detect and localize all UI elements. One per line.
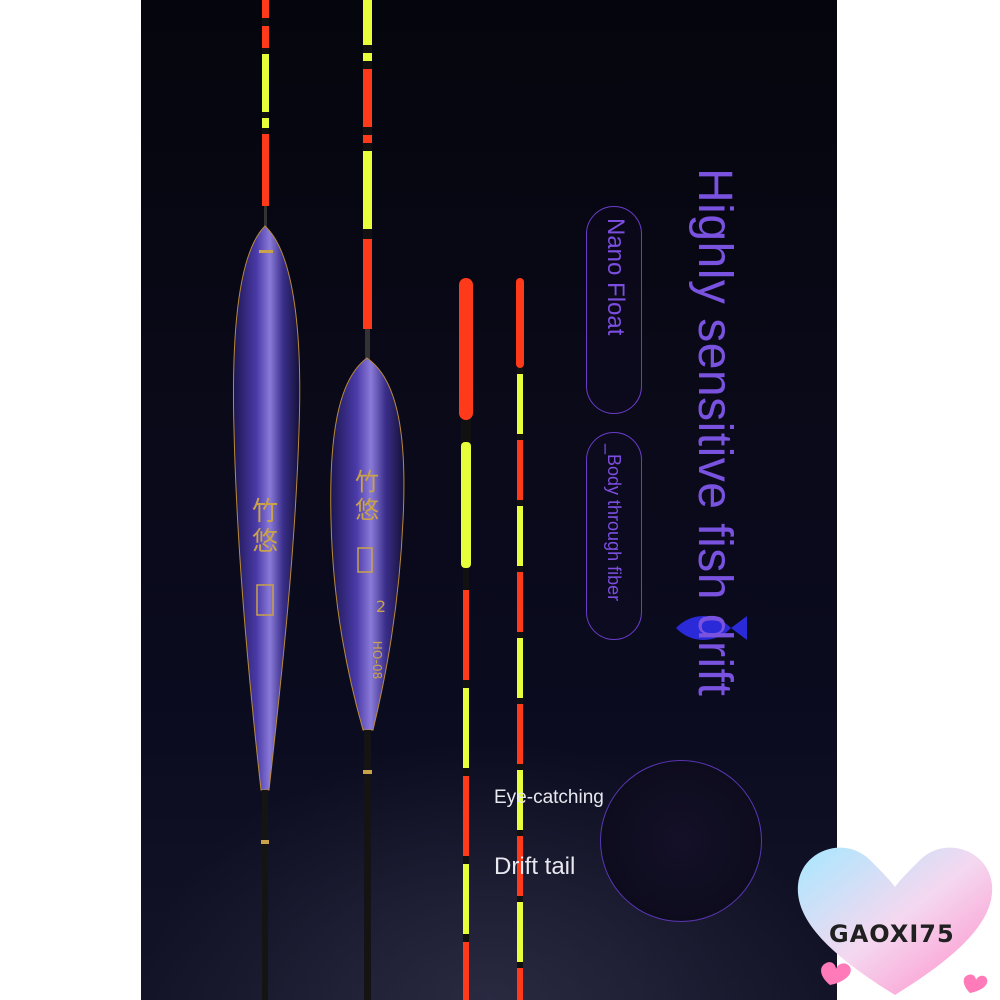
float-brand-print: 竹 xyxy=(252,497,278,527)
float-large: 竹 悠 xyxy=(232,0,301,1000)
fishing-floats-illustration: 竹 悠 竹 悠 2 HO-08 xyxy=(232,0,747,1000)
drift-tail-badge xyxy=(600,760,762,922)
fish-icon xyxy=(676,616,747,640)
svg-text:悠: 悠 xyxy=(355,496,379,524)
drift-tail-thin xyxy=(516,278,524,1000)
watermark-text: GAOXI75 xyxy=(829,920,955,948)
float-model-print: 2 xyxy=(376,597,386,616)
product-photo-panel: 竹 悠 竹 悠 2 HO-08 xyxy=(141,0,837,1000)
headline: Highly sensitive fish drift xyxy=(688,168,741,697)
float-code-print: HO-08 xyxy=(370,641,384,679)
svg-text:悠: 悠 xyxy=(252,527,278,557)
eye-catching-label: Eye-catching xyxy=(494,787,604,808)
nano-float-label: Nano Float xyxy=(602,218,629,336)
drift-tail-thick xyxy=(459,278,473,1000)
svg-text:竹: 竹 xyxy=(355,468,379,496)
nano-float-badge xyxy=(586,206,642,414)
body-fiber-badge xyxy=(586,432,642,640)
float-medium: 竹 悠 2 HO-08 xyxy=(330,0,405,1000)
drift-tail-label: Drift tail xyxy=(494,853,576,880)
body-fiber-label: _Body through fiber xyxy=(604,444,624,602)
heart-watermark-icon xyxy=(797,847,993,995)
